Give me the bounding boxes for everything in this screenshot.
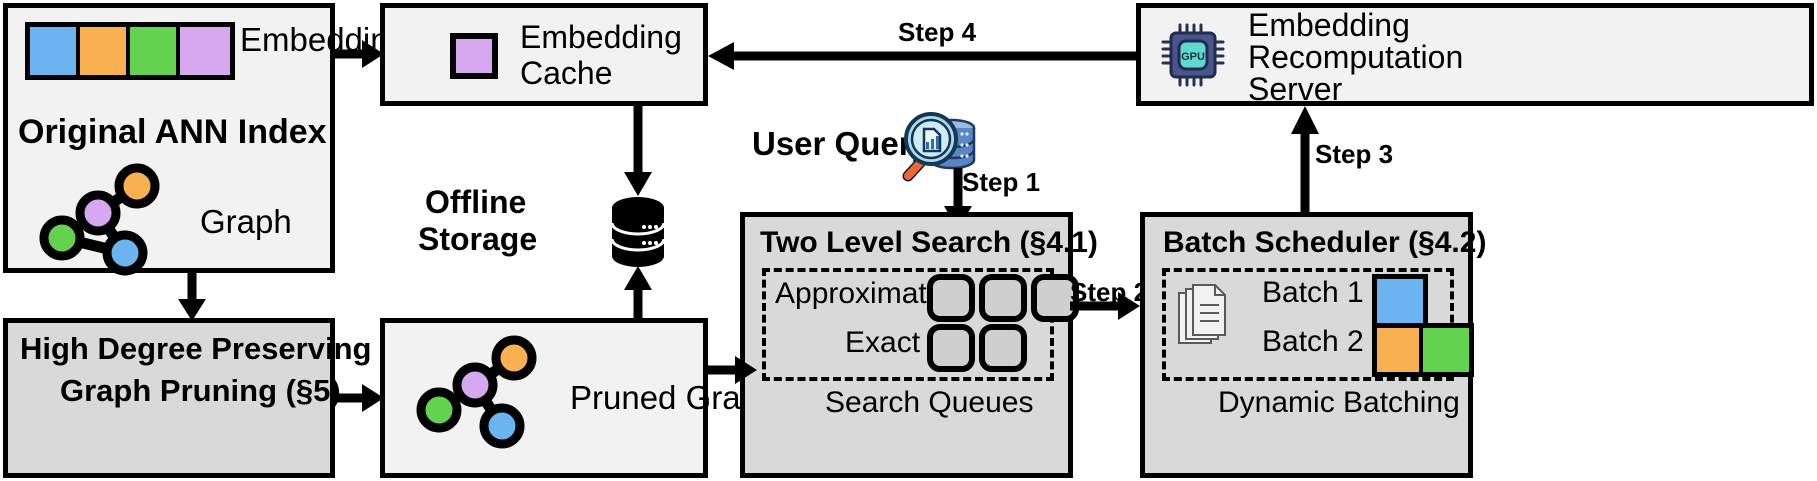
gpu-chip-text: GPU [1181, 51, 1205, 63]
pruned-node-purple [452, 362, 498, 408]
batch-scheduler-title: Batch Scheduler (§4.2) [1163, 226, 1487, 259]
batch1-square-blue [1377, 279, 1423, 323]
embedding-chip-purple [180, 27, 230, 75]
batch2-square-green [1423, 328, 1469, 372]
approximate-queue-item[interactable] [979, 274, 1027, 322]
embedding-chip-orange [80, 27, 130, 75]
arrow-index-to-pruning [178, 271, 206, 321]
documents-stack-icon [1178, 284, 1226, 344]
recomputation-server-box[interactable] [1136, 3, 1814, 106]
embedding-cache-line2: Cache [520, 55, 613, 91]
exact-queue-item[interactable] [979, 324, 1027, 372]
approximate-row-label: Approximate [775, 277, 944, 310]
arrow-cache-to-storage [624, 104, 652, 196]
approximate-queue-pills[interactable] [927, 274, 1079, 322]
embedding-cache-chip [450, 33, 498, 79]
batch2-squares [1372, 323, 1474, 377]
search-queues-dashed-region [762, 268, 1054, 381]
batch2-label: Batch 2 [1262, 325, 1364, 358]
graph-pruning-box[interactable] [3, 318, 335, 478]
offline-storage-line1: Offline [425, 184, 527, 220]
original-ann-index-title: Original ANN Index [18, 113, 327, 151]
graph-pruning-line1: High Degree Preserving [20, 331, 372, 366]
step3-label: Step 3 [1315, 139, 1394, 169]
arrow-pruned-graph-to-storage [624, 266, 652, 322]
pruned-graph [416, 335, 537, 449]
arrow-step3 [1291, 106, 1319, 216]
arrow-step4 [708, 42, 1140, 70]
step1-label: Step 1 [962, 167, 1041, 197]
embedding-cache-box[interactable] [380, 3, 708, 106]
database-cylinder-icon [610, 197, 666, 267]
arrow-index-to-cache [334, 40, 384, 68]
batch1-label: Batch 1 [1262, 276, 1364, 309]
offline-storage-line2: Storage [418, 221, 538, 257]
embedding-chips [25, 22, 235, 80]
recomputation-server-line3: Server [1248, 71, 1343, 107]
dynamic-batching-footer: Dynamic Batching [1218, 386, 1460, 419]
arrow-pruned-graph-to-search [707, 356, 757, 384]
recomputation-server-line2: Recomputation [1248, 39, 1464, 75]
approximate-queue-item[interactable] [927, 274, 975, 322]
original-graph [39, 163, 160, 276]
graph-pruning-line2: Graph Pruning (§5) [60, 373, 341, 408]
pruned-node-green [416, 387, 462, 433]
two-level-search-title: Two Level Search (§4.1) [760, 226, 1098, 259]
graph-label: Graph [200, 203, 292, 240]
batch1-squares [1372, 274, 1428, 328]
step4-label: Step 4 [898, 17, 977, 47]
exact-queue-pills[interactable] [927, 324, 1027, 372]
exact-row-label: Exact [845, 326, 921, 359]
step2-label: Step 2 [1070, 277, 1149, 307]
graph-node-purple [75, 190, 121, 236]
embedding-cache-line1: Embedding [520, 19, 682, 55]
embedding-chip-green [130, 27, 180, 75]
exact-queue-item[interactable] [927, 324, 975, 372]
batch2-square-orange [1377, 328, 1423, 372]
pruned-graph-box[interactable] [380, 318, 708, 478]
pruned-node-orange [491, 335, 537, 381]
magnifier-document-database-icon [902, 112, 976, 182]
arrow-pruning-to-pruned-graph [334, 384, 384, 412]
embedding-chip-blue [30, 27, 80, 75]
graph-node-blue [102, 230, 148, 276]
approximate-queue-item[interactable] [1031, 274, 1079, 322]
graph-node-green [39, 215, 85, 261]
arrow-step2 [1070, 292, 1140, 320]
gpu-chip-icon: GPU [1161, 23, 1225, 87]
pruned-node-blue [479, 403, 525, 449]
search-queues-footer: Search Queues [825, 386, 1034, 419]
recomputation-server-line1: Embedding [1248, 7, 1410, 43]
graph-node-orange [114, 163, 160, 209]
